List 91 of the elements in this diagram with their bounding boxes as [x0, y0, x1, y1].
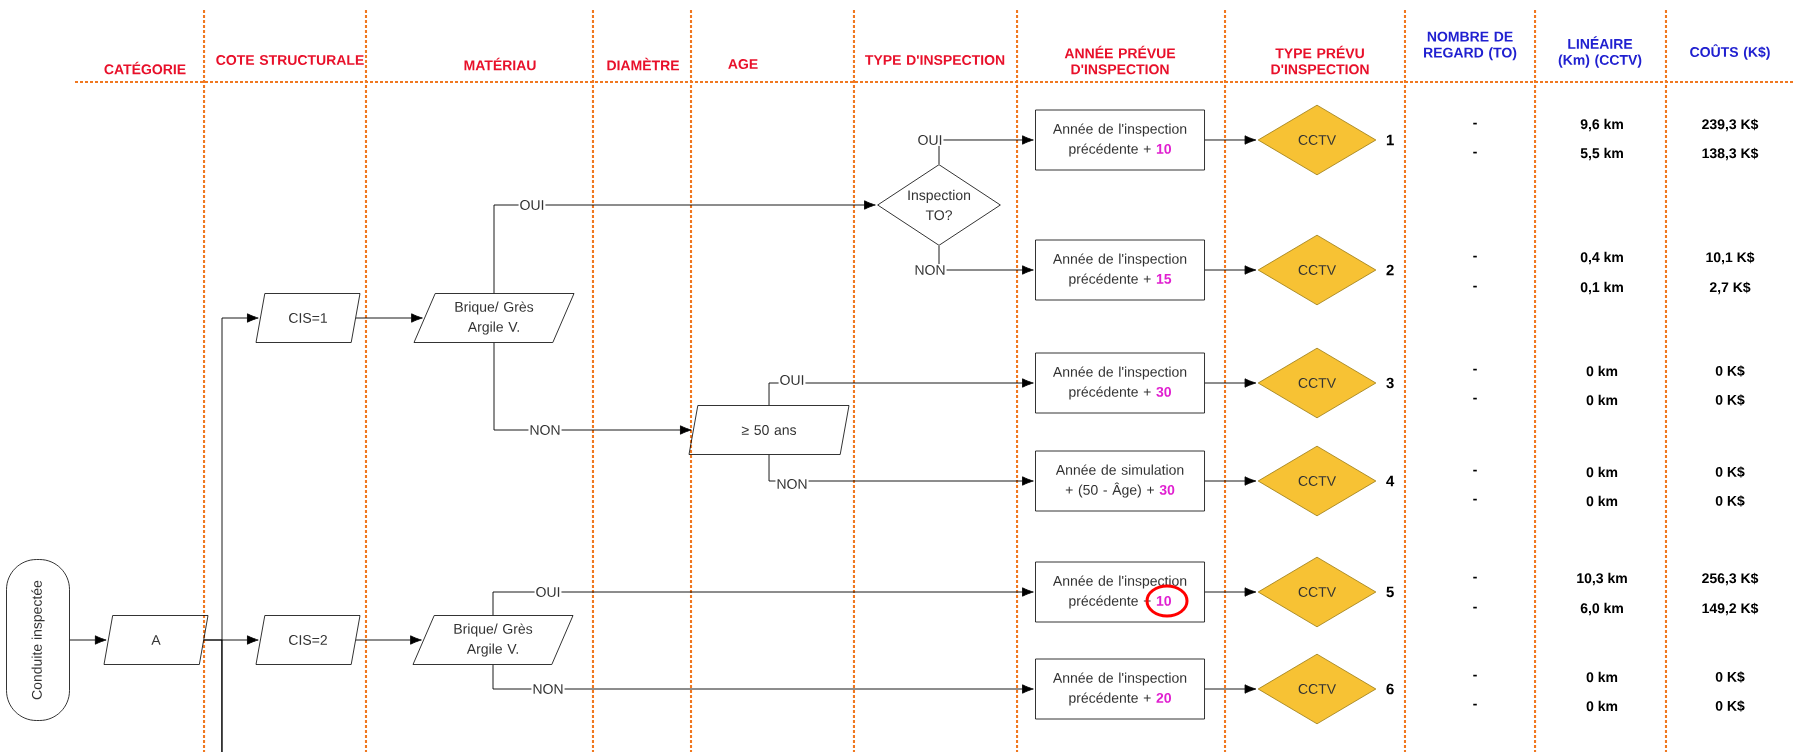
column-header: ANNÉE PRÉVUE D'INSPECTION — [1064, 45, 1176, 75]
table-cell: 0 K$ — [1715, 671, 1745, 683]
arrow — [1204, 684, 1257, 694]
arrow — [203, 635, 259, 645]
table-cell: 5,5 km — [1580, 147, 1623, 161]
step-number: 4 — [1386, 475, 1395, 487]
arrow — [768, 378, 1034, 406]
data-parallelogram: ≥ 50 ans — [688, 405, 850, 455]
arrow — [1204, 476, 1257, 486]
arrow — [1204, 265, 1257, 275]
table-cell: - — [1473, 606, 1477, 609]
column-header: NOMBRE DE REGARD (TO) — [1424, 31, 1517, 61]
table-cell: 149,2 K$ — [1702, 602, 1759, 616]
arrow — [1204, 587, 1257, 597]
column-header: LINÉAIRE (Km) (CCTV) — [1558, 36, 1642, 68]
process-box: Année de simulation + (50 - Âge) + 30 — [1035, 450, 1205, 512]
column-header: TYPE PRÉVU D'INSPECTION — [1271, 45, 1369, 75]
table-cell: 0 K$ — [1715, 700, 1745, 712]
column-header: TYPE D'INSPECTION — [865, 55, 1005, 65]
table-cell: 0 km — [1586, 394, 1618, 406]
column-header: CATÉGORIE — [104, 61, 186, 75]
edge-label: NON — [915, 265, 945, 275]
arrow — [492, 587, 1034, 616]
table-cell: 6,0 km — [1580, 602, 1623, 616]
table-cell: 256,3 K$ — [1702, 572, 1759, 586]
step-number: 3 — [1386, 377, 1394, 389]
table-cell: 0 km — [1586, 700, 1618, 712]
table-cell: 0 K$ — [1715, 394, 1745, 406]
table-cell: 0 K$ — [1715, 365, 1745, 377]
arrow — [938, 245, 1034, 275]
step-number: 5 — [1386, 586, 1394, 598]
table-cell: - — [1473, 674, 1477, 677]
table-cell: - — [1473, 255, 1477, 258]
edge-label: OUI — [918, 135, 942, 145]
arrow — [493, 342, 692, 435]
table-cell: - — [1473, 397, 1477, 400]
terminal-pill: Conduite inspectée — [6, 559, 70, 721]
table-cell: 138,3 K$ — [1702, 147, 1759, 161]
column-header: AGE — [728, 59, 758, 69]
process-box: Année de l'inspection précédente + 20 — [1035, 658, 1205, 720]
table-cell: - — [1473, 285, 1477, 288]
arrow — [493, 200, 876, 294]
data-parallelogram: CIS=1 — [255, 293, 361, 343]
data-parallelogram: CIS=2 — [255, 615, 361, 665]
table-cell: - — [1473, 122, 1477, 125]
table-cell: - — [1473, 469, 1477, 472]
column-header: COÛTS (K$) — [1690, 44, 1770, 60]
table-cell: 239,3 K$ — [1702, 118, 1759, 132]
table-cell: 0 km — [1586, 365, 1618, 377]
edge-label: OUI — [536, 587, 560, 597]
table-cell: 0,1 km — [1580, 281, 1623, 295]
process-box: Année de l'inspection précédente + 10 — [1035, 109, 1205, 171]
edge-label: NON — [530, 425, 560, 435]
table-cell: 0 km — [1586, 671, 1618, 683]
arrow — [1204, 378, 1257, 388]
table-cell: 0 K$ — [1715, 495, 1745, 507]
table-cell: 9,6 km — [1580, 118, 1623, 132]
data-parallelogram: A — [103, 615, 209, 665]
edge-label: NON — [777, 479, 807, 489]
column-header: DIAMÈTRE — [607, 57, 679, 71]
table-cell: 0,4 km — [1580, 251, 1623, 265]
table-cell: - — [1473, 498, 1477, 501]
column-header: MATÉRIAU — [464, 57, 536, 71]
column-header: COTE STRUCTURALE — [216, 55, 364, 65]
table-cell: 2,7 K$ — [1709, 281, 1751, 295]
arrow — [492, 664, 1034, 694]
data-parallelogram: Brique/ Grès Argile V. — [413, 293, 575, 343]
table-cell: 0 km — [1586, 495, 1618, 507]
step-number: 6 — [1386, 683, 1394, 695]
arrow — [355, 313, 423, 323]
table-cell: 10,3 km — [1577, 572, 1627, 586]
arrow — [355, 635, 422, 645]
edge-label: NON — [533, 684, 563, 694]
arrow — [1204, 135, 1257, 145]
table-cell: 10,1 K$ — [1706, 251, 1755, 265]
edge-label: OUI — [520, 200, 544, 210]
arrow — [69, 635, 107, 645]
table-cell: - — [1473, 703, 1477, 706]
edge-label: OUI — [780, 375, 804, 385]
table-cell: - — [1473, 151, 1477, 154]
step-number: 2 — [1386, 264, 1394, 276]
process-box: Année de l'inspection précédente + 15 — [1035, 239, 1205, 301]
data-parallelogram: Brique/ Grès Argile V. — [412, 615, 574, 665]
arrow — [768, 454, 1034, 486]
table-cell: 0 km — [1586, 466, 1618, 478]
process-box: Année de l'inspection précédente + 30 — [1035, 352, 1205, 414]
table-cell: - — [1473, 576, 1477, 579]
arrow — [938, 135, 1034, 165]
table-cell: 0 K$ — [1715, 466, 1745, 478]
table-cell: - — [1473, 368, 1477, 371]
step-number: 1 — [1386, 134, 1394, 146]
